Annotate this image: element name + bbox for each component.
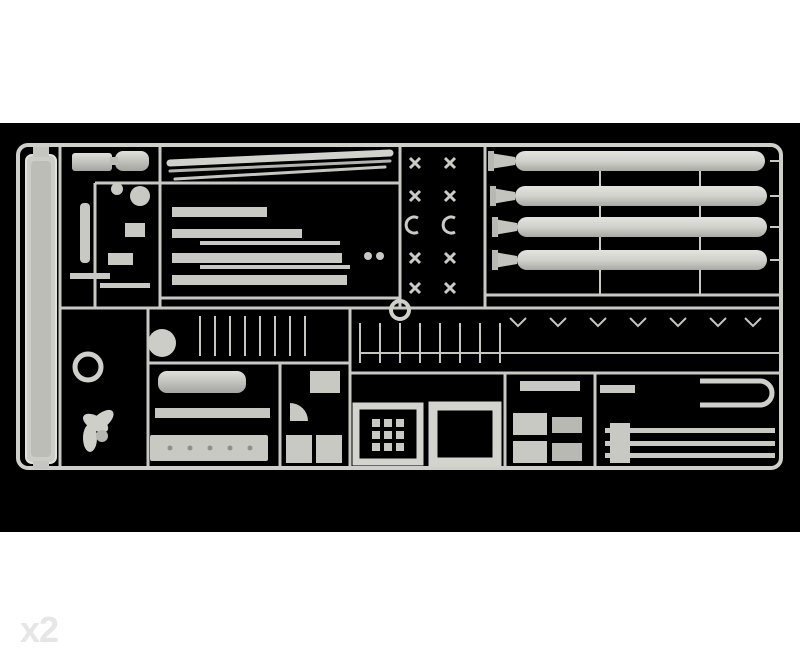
torpedo-parts [488,151,781,295]
bracket-row [199,316,780,363]
sprue-illustration [16,143,783,470]
small-fittings [70,183,411,321]
sprue-photo: x2 [0,123,800,650]
cylinder-parts [72,151,149,171]
hatch-frame-parts [352,401,582,467]
quantity-label: x2 [20,609,59,650]
propeller-part [72,329,176,452]
bracket-parts [404,156,457,295]
rod-parts [166,149,394,285]
hull-fittings [150,371,342,463]
rack-parts [520,378,775,463]
long-panel-part [25,147,57,469]
sprue-runners [58,147,781,466]
